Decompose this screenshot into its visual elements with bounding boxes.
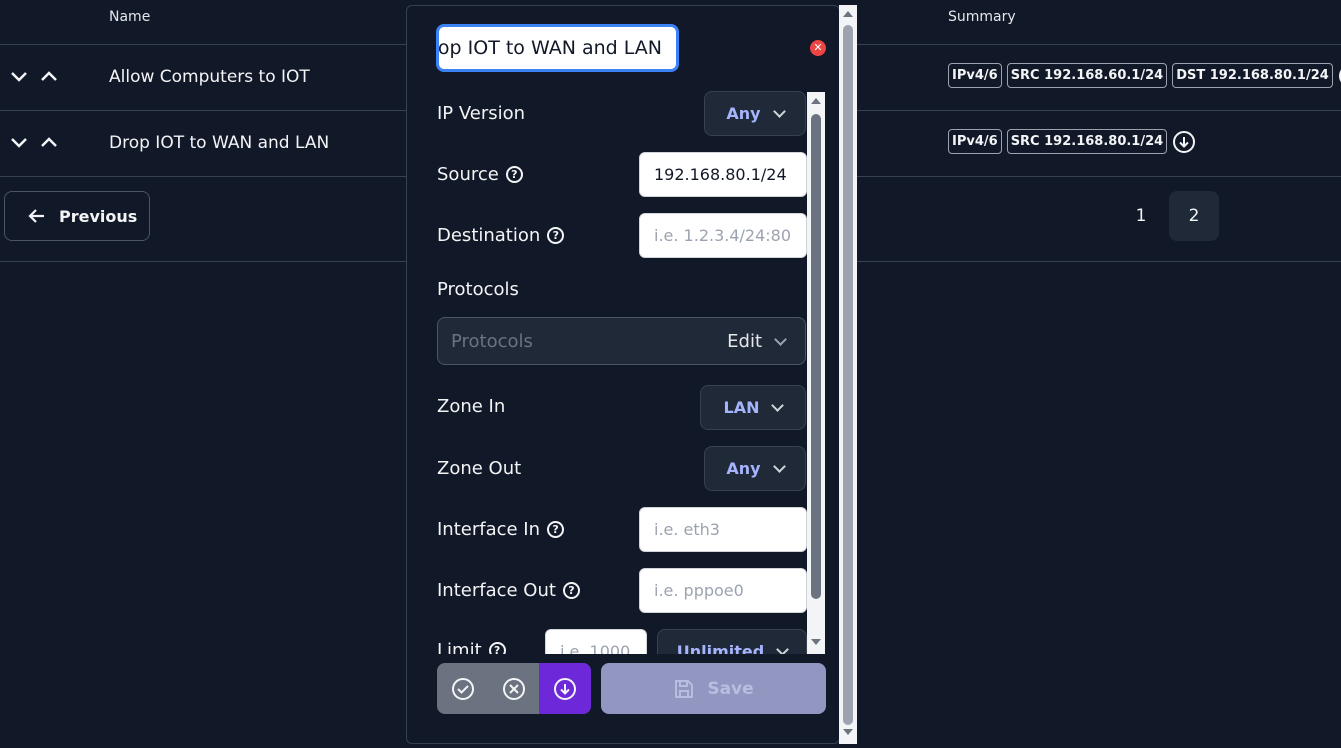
x-circle-icon bbox=[502, 677, 525, 700]
zone-out-value: Any bbox=[726, 459, 761, 478]
help-icon[interactable]: ? bbox=[505, 166, 523, 183]
protocols-select[interactable]: Protocols Edit bbox=[437, 317, 806, 365]
modal-scrollbar[interactable] bbox=[839, 5, 857, 744]
column-header-name: Name bbox=[109, 9, 151, 25]
ip-version-value: Any bbox=[726, 104, 761, 123]
help-icon[interactable]: ? bbox=[547, 521, 565, 538]
destination-label: Destination? bbox=[437, 225, 565, 246]
zone-in-value: LAN bbox=[723, 398, 760, 417]
check-circle-icon bbox=[451, 677, 474, 700]
save-label: Save bbox=[707, 678, 754, 699]
source-label: Source? bbox=[437, 164, 523, 185]
limit-label: Limit? bbox=[437, 640, 506, 654]
accept-toggle[interactable] bbox=[437, 663, 488, 714]
rule-name[interactable]: Allow Computers to IOT bbox=[109, 67, 310, 87]
action-toggle-group bbox=[437, 663, 591, 714]
destination-input[interactable]: i.e. 1.2.3.4/24:80 bbox=[639, 213, 807, 258]
floppy-disk-icon bbox=[675, 679, 694, 698]
badge-source: SRC 192.168.80.1/24 bbox=[1006, 129, 1168, 154]
help-icon[interactable]: ? bbox=[488, 642, 506, 654]
chevron-down-icon bbox=[776, 642, 790, 654]
rule-name-input[interactable] bbox=[439, 27, 676, 69]
chevron-down-icon bbox=[772, 104, 786, 118]
move-up-icon[interactable] bbox=[38, 65, 60, 87]
zone-in-label: Zone In bbox=[437, 396, 506, 417]
move-down-icon[interactable] bbox=[8, 131, 30, 153]
rule-form: IP Version Any Source? 192.168.80.1/24 D… bbox=[420, 88, 810, 654]
arrow-down-circle-icon bbox=[1173, 130, 1196, 153]
rule-name-field[interactable] bbox=[436, 24, 679, 72]
scrollbar-thumb[interactable] bbox=[811, 114, 821, 599]
limit-unit-select[interactable]: Unlimited bbox=[657, 629, 807, 654]
scroll-up-icon[interactable] bbox=[843, 11, 853, 17]
form-scrollbar[interactable] bbox=[807, 92, 825, 654]
ip-version-select[interactable]: Any bbox=[704, 91, 806, 136]
check-circle-icon bbox=[1338, 68, 1341, 83]
scrollbar-thumb[interactable] bbox=[843, 25, 853, 725]
reject-toggle[interactable] bbox=[488, 663, 539, 714]
ip-version-label: IP Version bbox=[437, 103, 526, 124]
move-up-icon[interactable] bbox=[38, 131, 60, 153]
column-header-summary: Summary bbox=[948, 9, 1016, 25]
help-icon[interactable]: ? bbox=[547, 227, 565, 244]
rule-summary: IPv4/6 SRC 192.168.60.1/24 DST 192.168.8… bbox=[948, 63, 1341, 88]
move-down-icon[interactable] bbox=[8, 65, 30, 87]
save-button[interactable]: Save bbox=[601, 663, 826, 714]
chevron-down-icon bbox=[772, 459, 786, 473]
previous-button[interactable]: Previous bbox=[4, 191, 150, 241]
interface-in-input[interactable]: i.e. eth3 bbox=[639, 507, 807, 552]
table-row[interactable]: Drop IOT to WAN and LAN IPv4/6 SRC 192.1… bbox=[0, 111, 1341, 177]
badge-source: SRC 192.168.60.1/24 bbox=[1006, 63, 1168, 88]
zone-out-select[interactable]: Any bbox=[704, 446, 806, 491]
limit-unit-value: Unlimited bbox=[676, 642, 765, 654]
protocols-edit-button[interactable]: Edit bbox=[727, 331, 787, 352]
protocols-placeholder: Protocols bbox=[451, 331, 533, 352]
clear-name-icon[interactable]: ✕ bbox=[810, 40, 826, 56]
source-input[interactable]: 192.168.80.1/24 bbox=[639, 152, 807, 197]
limit-input[interactable]: i.e. 1000 bbox=[545, 629, 647, 654]
page-2-button[interactable]: 2 bbox=[1169, 191, 1219, 241]
badge-destination: DST 192.168.80.1/24 bbox=[1172, 63, 1333, 88]
interface-out-label: Interface Out? bbox=[437, 580, 580, 601]
page-1-button[interactable]: 1 bbox=[1135, 206, 1147, 226]
rule-name[interactable]: Drop IOT to WAN and LAN bbox=[109, 133, 330, 153]
arrow-left-icon bbox=[28, 209, 44, 223]
scroll-down-icon[interactable] bbox=[843, 729, 853, 735]
help-icon[interactable]: ? bbox=[562, 582, 580, 599]
rule-summary: IPv4/6 SRC 192.168.80.1/24 bbox=[948, 129, 1196, 154]
protocols-label: Protocols bbox=[437, 279, 519, 300]
zone-out-label: Zone Out bbox=[437, 458, 522, 479]
interface-out-input[interactable]: i.e. pppoe0 bbox=[639, 568, 807, 613]
arrow-down-circle-icon bbox=[554, 677, 576, 700]
badge-ip-version: IPv4/6 bbox=[948, 129, 1002, 154]
chevron-down-icon bbox=[774, 332, 787, 346]
zone-in-select[interactable]: LAN bbox=[700, 385, 806, 430]
scroll-up-icon[interactable] bbox=[811, 98, 821, 104]
chevron-down-icon bbox=[771, 398, 785, 412]
badge-ip-version: IPv4/6 bbox=[948, 63, 1002, 88]
scroll-down-icon[interactable] bbox=[811, 639, 821, 645]
drop-toggle[interactable] bbox=[539, 663, 591, 714]
interface-in-label: Interface In? bbox=[437, 519, 565, 540]
previous-label: Previous bbox=[59, 206, 138, 226]
